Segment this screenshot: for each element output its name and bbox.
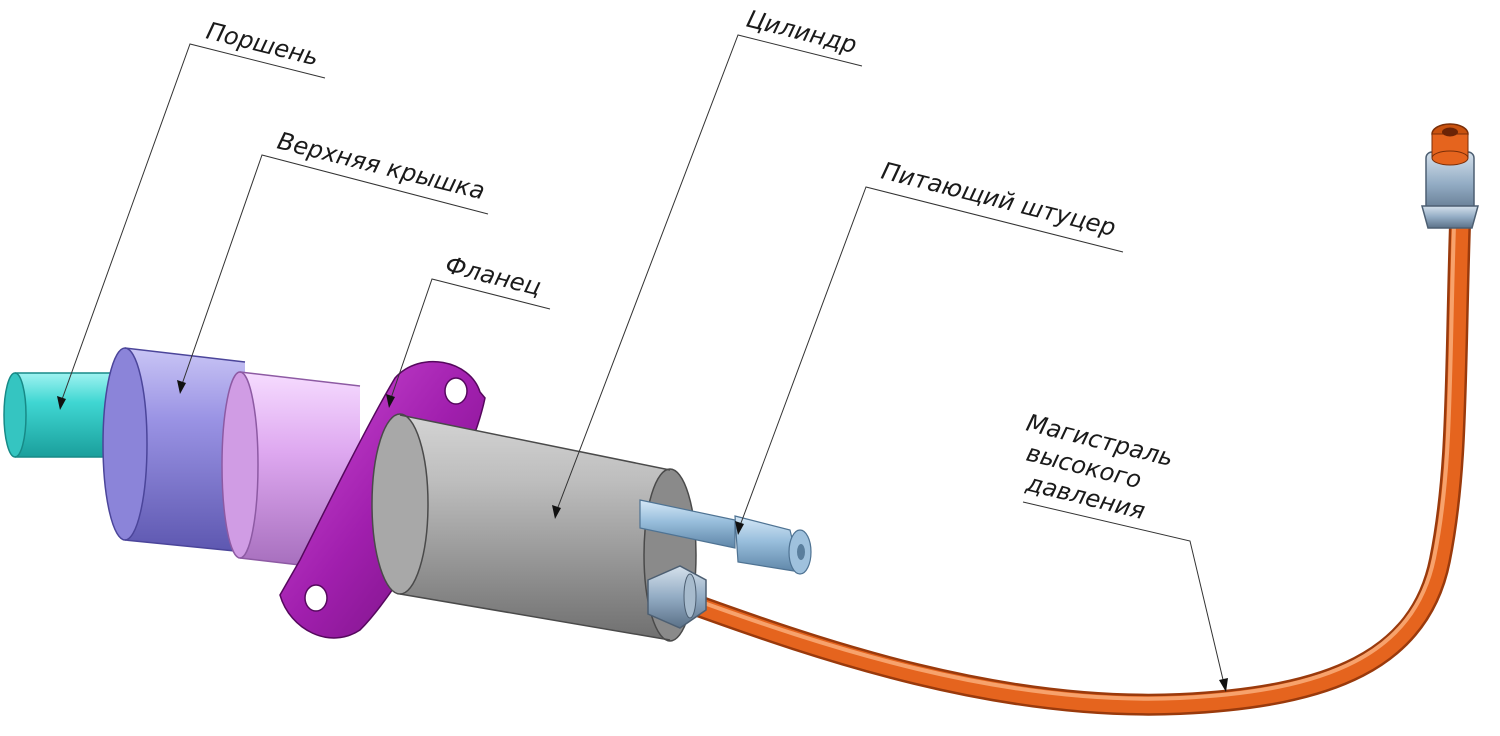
leader-lines xyxy=(57,34,1228,692)
top-cover xyxy=(102,347,246,553)
label-flange: Фланец xyxy=(443,251,544,302)
supply-fitting xyxy=(639,499,812,575)
high-pressure-line xyxy=(679,123,1479,716)
label-top-cover: Верхняя крышка xyxy=(275,127,488,206)
outlet-nut xyxy=(647,565,707,629)
label-piston: Поршень xyxy=(204,17,322,72)
line-end-fitting xyxy=(1421,123,1479,229)
